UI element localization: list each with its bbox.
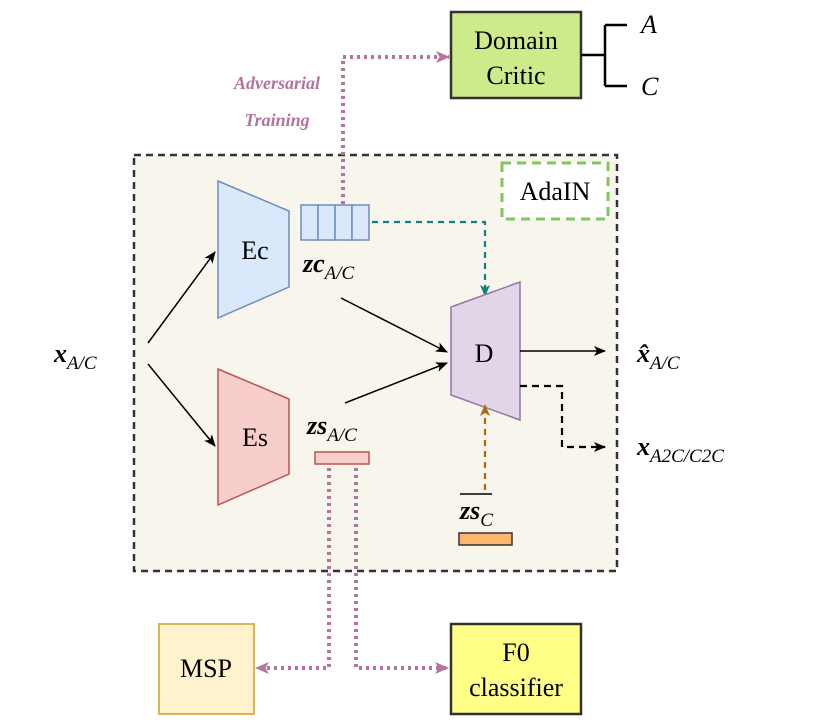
content-code-to-decoder-arrow <box>340 297 448 353</box>
target-style-label: zsC <box>459 496 493 531</box>
style-code-vector <box>314 451 370 465</box>
input-label: xA/C <box>53 339 97 374</box>
f0-label-1: F0 <box>502 638 529 667</box>
adain-label: AdaIN <box>520 177 591 206</box>
content-encoder-label: Ec <box>241 236 268 265</box>
decoder-label: D <box>475 339 494 368</box>
f0-classifier-box <box>449 622 583 716</box>
f0-label-2: classifier <box>469 673 563 702</box>
reconstruction-label: x̂A/C <box>636 339 680 374</box>
decoder <box>450 280 521 422</box>
domain-critic-label-1: Domain <box>474 26 558 55</box>
style-to-f0-arrow <box>354 468 449 674</box>
critic-output-bracket <box>581 23 627 88</box>
content-encoder <box>217 179 290 320</box>
content-code-label: zcA/C <box>302 249 355 284</box>
conversion-label: xA2C/C2C <box>636 432 724 467</box>
style-code-label: zsA/C <box>306 411 357 446</box>
domain-critic-label-2: Critic <box>486 61 545 90</box>
style-code-to-decoder-arrow <box>344 362 448 404</box>
conversion-arrow <box>520 384 606 452</box>
critic-output-c: C <box>641 72 659 101</box>
target-style-vector <box>458 532 513 546</box>
critic-output-a: A <box>639 10 657 39</box>
msp-box <box>158 623 255 715</box>
input-to-es-arrow <box>147 363 216 447</box>
style-encoder-label: Es <box>242 423 268 452</box>
adversarial-arrow <box>341 51 450 204</box>
content-to-decoder-arrow <box>372 220 490 297</box>
input-to-ec-arrow <box>147 251 216 344</box>
adain-box <box>500 161 610 221</box>
style-encoder <box>217 367 290 507</box>
content-code-vector <box>300 204 370 241</box>
adversarial-label-2: Training <box>244 110 309 130</box>
adversarial-label-1: Adversarial <box>233 73 320 93</box>
msp-label: MSP <box>180 654 232 683</box>
model-container <box>132 153 619 573</box>
domain-critic-box <box>449 10 583 100</box>
